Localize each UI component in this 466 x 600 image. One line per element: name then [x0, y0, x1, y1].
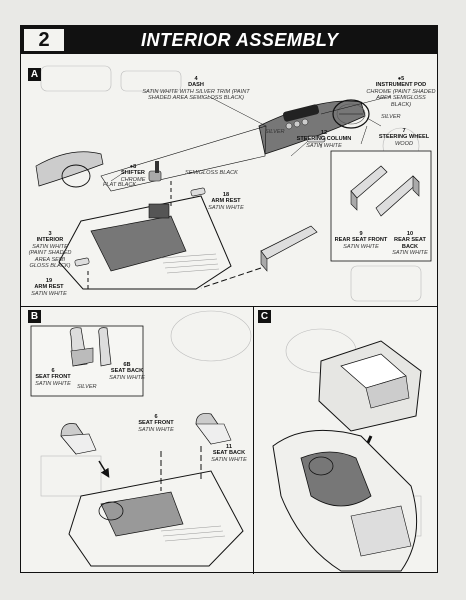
section-divider-horizontal — [21, 306, 437, 307]
interior-tub-c — [318, 340, 422, 432]
dash-part — [258, 100, 366, 155]
label-rear-seat-front: 9 REAR SEAT FRONT SATIN WHITE — [334, 231, 388, 250]
seat-back-part — [98, 327, 112, 367]
label-instrument-pod: ●5 INSTRUMENT POD CHROME (PAINT SHADED A… — [366, 76, 436, 108]
step-number: 2 — [24, 29, 64, 51]
rear-seat-assembled — [260, 225, 318, 272]
label-silver-seat: SILVER — [77, 384, 97, 390]
leader-lines-a — [110, 95, 392, 182]
label-shifter: ●8 SHIFTER CHROME — [120, 164, 146, 183]
label-seat-front: 6 SEAT FRONT SATIN WHITE — [35, 368, 71, 387]
label-semigloss-black: SEMIGLOSS BLACK — [185, 170, 238, 176]
step-title: INTERIOR ASSEMBLY — [141, 30, 339, 50]
seat-assembled-left — [60, 423, 97, 455]
label-dash: 4 DASH SATIN WHITE WITH SILVER TRIM (PAI… — [142, 76, 250, 102]
dash-small-part — [35, 151, 104, 188]
shifter-part — [148, 161, 162, 182]
instruction-page: 2 INTERIOR ASSEMBLY — [20, 25, 438, 574]
label-interior: 3 INTERIOR SATIN WHITE (PAINT SHADED ARE… — [28, 231, 72, 270]
step-header: 2 INTERIOR ASSEMBLY — [21, 26, 437, 54]
label-seat-back: 6B SEAT BACK SATIN WHITE — [109, 362, 145, 381]
label-arm-rest-left: 19 ARM REST SATIN WHITE — [31, 278, 67, 297]
arm-rest-right-part — [190, 187, 206, 197]
rear-seat-front-part — [350, 165, 388, 211]
label-steering-column: 12 STEERING COLUMN SATIN WHITE — [296, 130, 352, 149]
section-label-c: C — [258, 310, 271, 323]
section-label-b: B — [28, 310, 41, 323]
label-rear-seat-back: 10 REAR SEAT BACK SATIN WHITE — [392, 231, 428, 257]
section-label-a: A — [28, 68, 41, 81]
arm-rest-left-part — [74, 257, 90, 267]
label-silver-column: SILVER — [265, 129, 285, 135]
label-silver-wheel: SILVER — [381, 114, 401, 120]
seat-front-part — [69, 327, 94, 367]
label-seat-front-2: 6 SEAT FRONT SATIN WHITE — [138, 414, 174, 433]
section-divider-vertical — [253, 306, 254, 574]
car-body — [272, 429, 418, 572]
interior-tub — [58, 195, 232, 290]
assembly-drawing — [30, 65, 432, 572]
label-arm-rest-right: 18 ARM REST SATIN WHITE — [208, 192, 244, 211]
rear-seat-dash-line — [200, 267, 262, 289]
label-seat-back-2: 11 SEAT BACK SATIN WHITE — [211, 444, 247, 463]
seat-assembled-right — [195, 413, 232, 445]
label-steering-wheel: 7 STEERING WHEEL WOOD — [378, 128, 430, 147]
label-flat-black: FLAT BLACK — [103, 182, 137, 188]
interior-tub-b — [68, 470, 244, 567]
steering-column-part — [306, 135, 326, 143]
rear-seat-back-part — [375, 175, 420, 217]
steering-wheel-part — [332, 99, 370, 129]
